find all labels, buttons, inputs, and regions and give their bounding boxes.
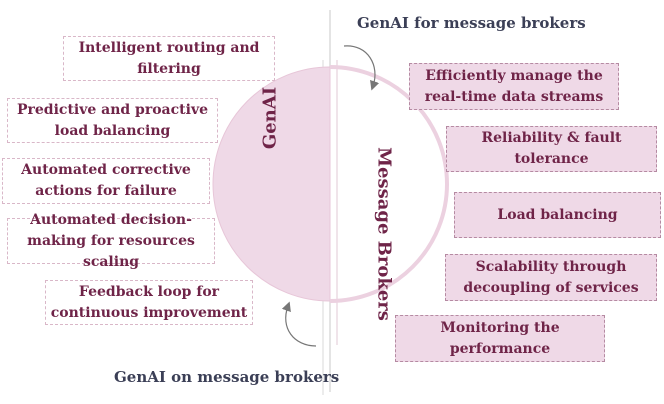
message-brokers-half-circle [329,65,449,303]
heading-top: GenAI for message brokers [357,14,586,32]
left-item-decision-making: Automated decision-making for resources … [7,212,215,270]
right-item-load-balancing: Load balancing [454,192,661,238]
right-item-monitoring: Monitoring the performance [395,315,605,362]
left-item-load-balancing: Predictive and proactive load balancing [7,98,218,143]
top-curved-arrow [343,45,380,91]
right-item-data-streams: Efficiently manage the real-time data st… [409,63,619,110]
message-brokers-label: Message Brokers [373,147,395,321]
left-item-feedback-loop: Feedback loop for continuous improvement [45,280,253,325]
left-item-routing: Intelligent routing and filtering [63,36,275,81]
bottom-curved-arrow [281,301,317,347]
genai-label: GenAI [259,86,281,150]
genai-half-circle [212,66,331,302]
left-item-corrective-actions: Automated corrective actions for failure [2,158,210,204]
heading-bottom: GenAI on message brokers [114,368,340,386]
right-item-reliability: Reliability & fault tolerance [446,126,657,172]
right-item-scalability: Scalability through decoupling of servic… [445,254,657,301]
